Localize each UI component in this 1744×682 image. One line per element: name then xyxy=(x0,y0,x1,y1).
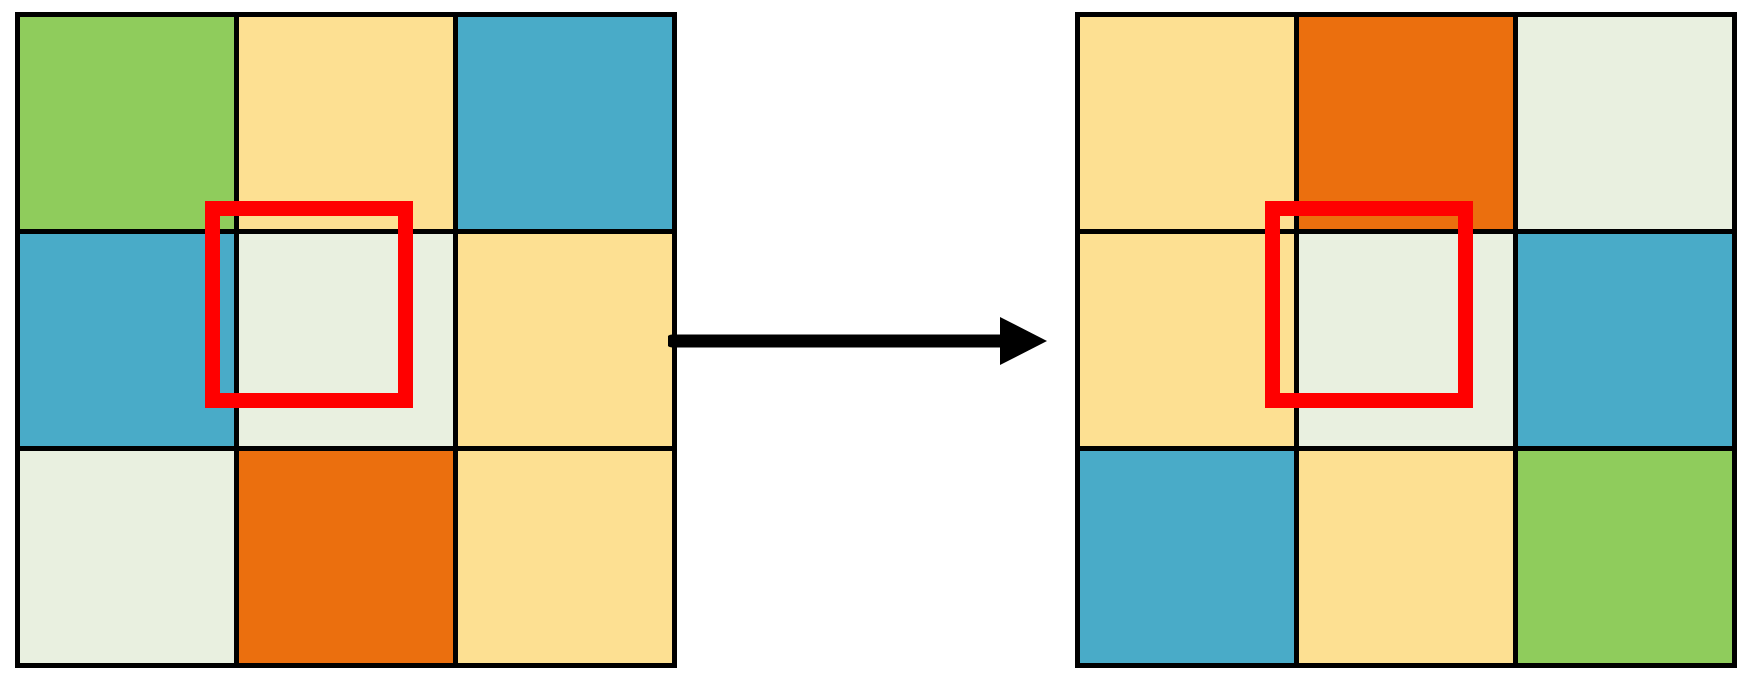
grid-cell-1-0 xyxy=(20,234,234,446)
grid-cell-0-2 xyxy=(1518,17,1732,229)
transform-arrow xyxy=(665,295,1050,387)
grid-cell-2-1 xyxy=(239,451,453,663)
result-grid xyxy=(1075,12,1737,668)
grid-cell-2-0 xyxy=(1080,451,1294,663)
arrow-head xyxy=(1000,317,1047,365)
source-grid xyxy=(15,12,677,668)
grid-cell-0-1 xyxy=(239,17,453,229)
grid-cell-1-1 xyxy=(239,234,453,446)
grid-cell-1-1 xyxy=(1299,234,1513,446)
grid-cell-1-2 xyxy=(1518,234,1732,446)
grid-cell-2-1 xyxy=(1299,451,1513,663)
grid-cell-2-2 xyxy=(1518,451,1732,663)
grid-cell-1-0 xyxy=(1080,234,1294,446)
grid-cell-0-1 xyxy=(1299,17,1513,229)
grid-cell-2-2 xyxy=(458,451,672,663)
grid-cell-0-0 xyxy=(1080,17,1294,229)
grid-cell-1-2 xyxy=(458,234,672,446)
arrow-icon xyxy=(665,317,1047,365)
grid-cell-0-0 xyxy=(20,17,234,229)
grid-cell-2-0 xyxy=(20,451,234,663)
grid-cell-0-2 xyxy=(458,17,672,229)
